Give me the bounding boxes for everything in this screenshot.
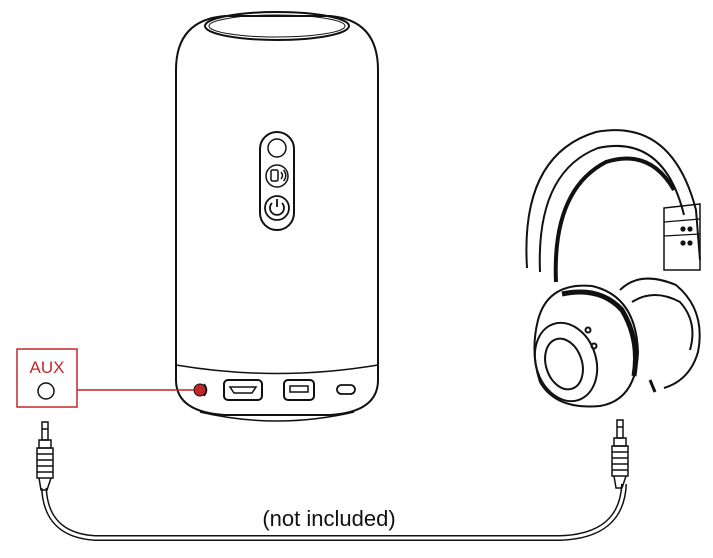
- aux-callout: AUX: [16, 348, 78, 408]
- usb-port-icon[interactable]: [283, 379, 315, 401]
- hdmi-port-icon[interactable]: [223, 379, 263, 401]
- circle-button-icon[interactable]: [267, 138, 287, 158]
- aux-port-circle: [37, 382, 55, 400]
- projector-control-panel: [259, 131, 295, 231]
- power-icon[interactable]: [264, 195, 290, 221]
- headphones: [525, 129, 701, 408]
- usb-c-port-icon[interactable]: [336, 384, 356, 395]
- left-audio-plug: [36, 421, 54, 491]
- aux-label: AUX: [30, 358, 65, 377]
- audio-jack-icon[interactable]: [193, 383, 208, 397]
- right-audio-plug: [611, 419, 629, 489]
- cable-label: (not included): [262, 506, 395, 531]
- bluetooth-speaker-icon[interactable]: [265, 164, 289, 188]
- audio-cable: [41, 483, 627, 541]
- projector: [175, 11, 379, 422]
